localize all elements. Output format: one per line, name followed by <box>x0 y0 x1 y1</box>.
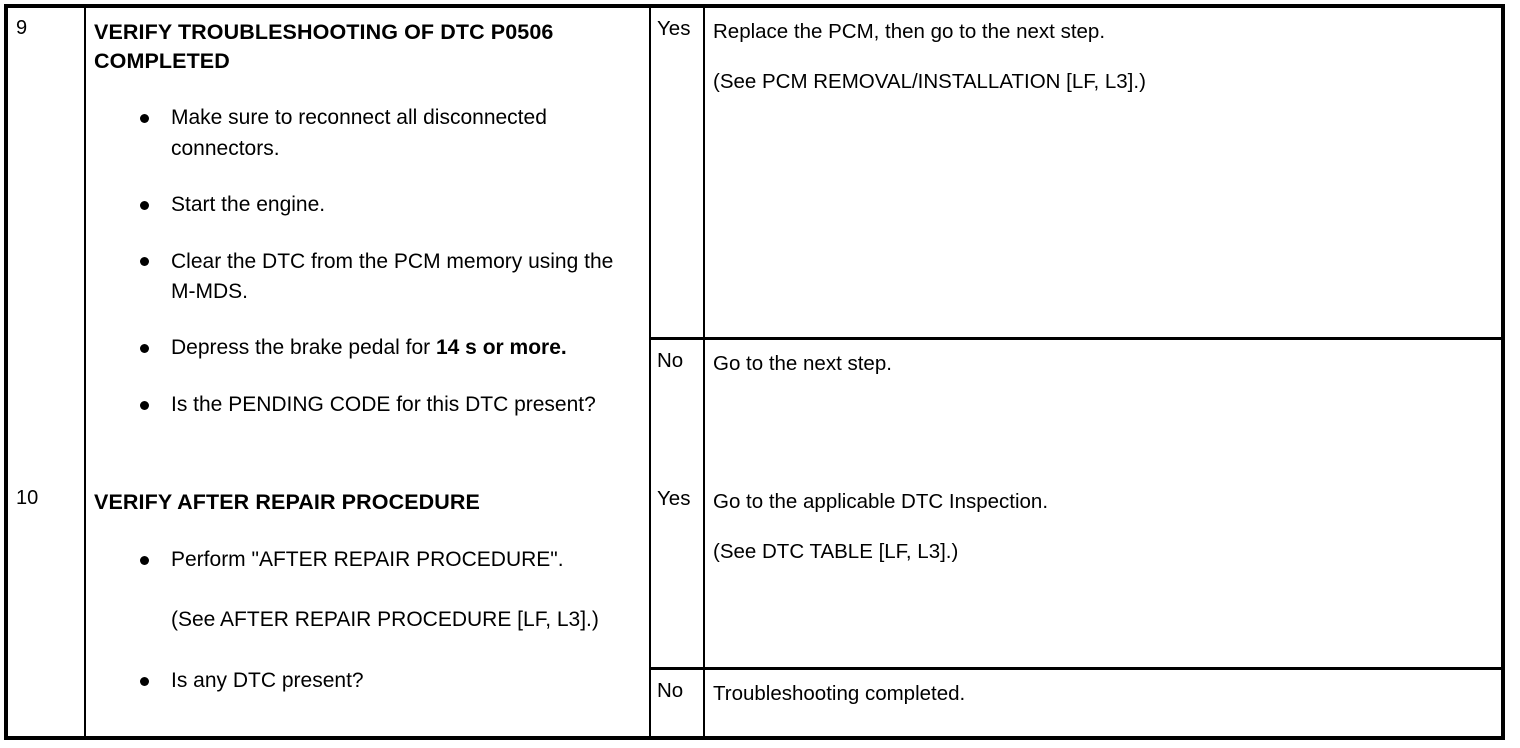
spacer <box>94 575 639 605</box>
spacer <box>94 636 639 666</box>
list-item-label: Clear the DTC from the PCM memory using … <box>171 249 614 303</box>
table: 9 VERIFY TROUBLESHOOTING OF DTC P0506 CO… <box>8 8 1501 736</box>
action-line: Go to the applicable DTC Inspection. <box>713 490 1049 514</box>
table-row: No Troubleshooting completed. <box>8 669 1501 736</box>
action-cell-9-no: Go to the next step. <box>704 339 1501 479</box>
bullet-icon <box>140 257 149 267</box>
action-reference: (See PCM REMOVAL/INSTALLATION [LF, L3].) <box>713 69 1146 93</box>
bullet-icon <box>140 344 149 354</box>
action-cell-10-yes: Go to the applicable DTC Inspection. (Se… <box>704 478 1501 671</box>
list-item-label: Make sure to reconnect all disconnected … <box>171 106 547 160</box>
table-row: No Go to the next step. <box>8 339 1501 479</box>
list-item-label: Is the PENDING CODE for this DTC present… <box>171 392 596 416</box>
spacer <box>713 46 1493 68</box>
action-line: Troubleshooting completed. <box>713 682 966 706</box>
result-label-cell-9-no: No <box>650 339 704 479</box>
result-label: No <box>657 679 684 703</box>
result-label-cell-10-no: No <box>650 669 704 736</box>
spacer <box>713 516 1493 538</box>
list-item: Make sure to reconnect all disconnected … <box>94 103 639 164</box>
inspection-cell-9: VERIFY TROUBLESHOOTING OF DTC P0506 COMP… <box>85 8 650 478</box>
action-line: Replace the PCM, then go to the next ste… <box>713 20 1106 43</box>
dtc-troubleshooting-table: 9 VERIFY TROUBLESHOOTING OF DTC P0506 CO… <box>4 4 1505 740</box>
action-line: Go to the next step. <box>713 352 892 375</box>
step-number: 10 <box>16 487 39 510</box>
bullet-icon <box>140 200 149 210</box>
list-item-label: Perform "AFTER REPAIR PROCEDURE". <box>171 548 564 572</box>
bullet-icon <box>140 400 149 410</box>
bullet-icon <box>140 114 149 124</box>
action-cell-10-no: Troubleshooting completed. <box>704 669 1501 736</box>
list-item-label: Start the engine. <box>171 193 326 217</box>
table-row: 9 VERIFY TROUBLESHOOTING OF DTC P0506 CO… <box>8 8 1501 416</box>
list-item: Is any DTC present? <box>94 666 639 696</box>
inspection-question-list: Is any DTC present? <box>94 666 639 696</box>
list-item: Start the engine. <box>94 190 639 220</box>
result-label: Yes <box>657 17 691 40</box>
spacer <box>94 75 639 103</box>
bullet-icon <box>140 676 149 686</box>
bullet-icon <box>140 555 149 565</box>
result-label-cell-10-yes: Yes <box>650 478 704 671</box>
list-item-label: Is any DTC present? <box>171 668 364 692</box>
list-item: Depress the brake pedal for 14 s or more… <box>94 333 639 363</box>
step-number: 9 <box>16 17 28 39</box>
inspection-cell-10: VERIFY AFTER REPAIR PROCEDURE Perform "A… <box>85 478 650 736</box>
step-number-cell-10: 10 <box>8 478 85 736</box>
result-label: No <box>657 349 684 372</box>
inspection-title: VERIFY TROUBLESHOOTING OF DTC P0506 COMP… <box>94 20 554 73</box>
result-label: Yes <box>657 487 691 511</box>
list-item-label-prefix: Depress the brake pedal for <box>171 336 436 360</box>
result-label-cell-9-yes: Yes <box>650 8 704 340</box>
list-item: Is the PENDING CODE for this DTC present… <box>94 390 639 420</box>
list-item-label-emphasis: 14 s or more. <box>435 336 567 360</box>
list-item: Clear the DTC from the PCM memory using … <box>94 247 639 308</box>
step-number-cell-9: 9 <box>8 8 85 478</box>
inspection-step-list: Perform "AFTER REPAIR PROCEDURE". <box>94 545 639 575</box>
table-row: 10 VERIFY AFTER REPAIR PROCEDURE Perform… <box>8 478 1501 692</box>
inspection-step-list: Make sure to reconnect all disconnected … <box>94 103 639 420</box>
action-cell-9-yes: Replace the PCM, then go to the next ste… <box>704 8 1501 340</box>
action-reference: (See DTC TABLE [LF, L3].) <box>713 540 959 564</box>
inspection-note: (See AFTER REPAIR PROCEDURE [LF, L3].) <box>171 608 599 632</box>
list-item: Perform "AFTER REPAIR PROCEDURE". <box>94 545 639 575</box>
inspection-title: VERIFY AFTER REPAIR PROCEDURE <box>94 490 480 515</box>
spacer <box>94 517 639 545</box>
